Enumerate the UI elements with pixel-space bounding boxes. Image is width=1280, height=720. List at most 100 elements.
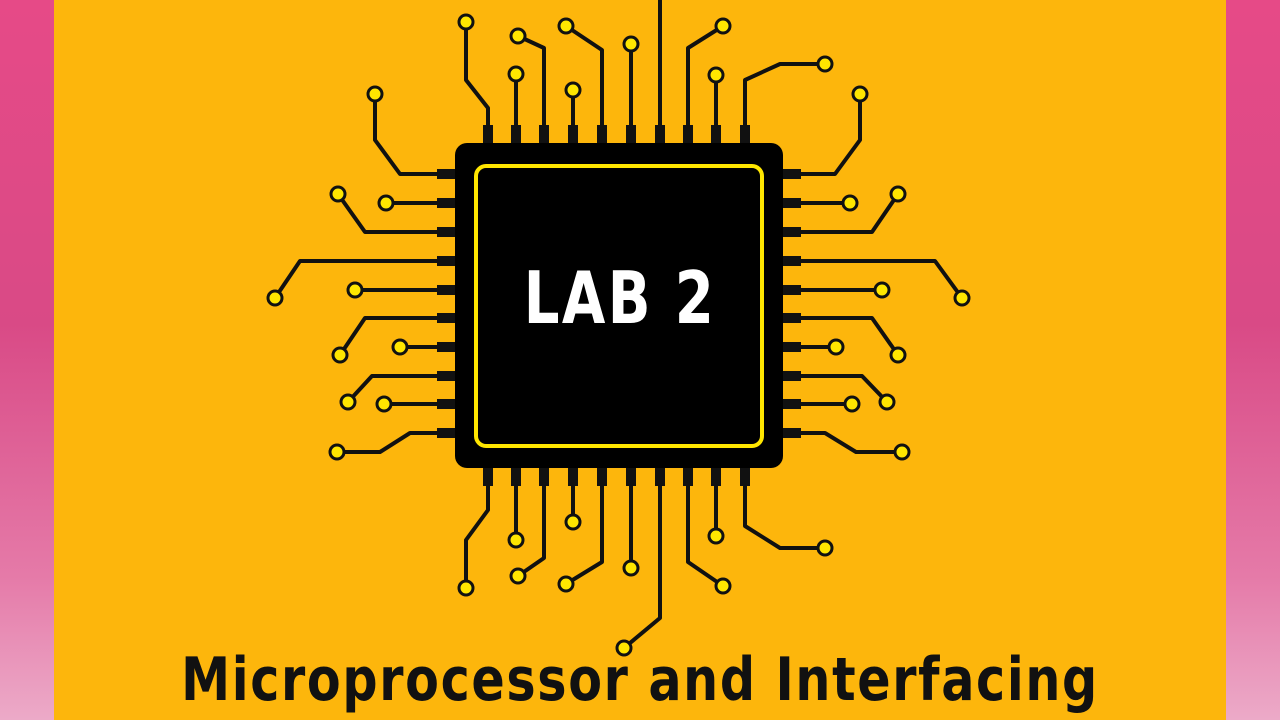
circuit-pad: [507, 531, 525, 549]
circuit-pad: [377, 194, 395, 212]
chip-pin: [597, 468, 607, 486]
circuit-pad: [557, 575, 575, 593]
circuit-trace: [799, 374, 889, 404]
circuit-pad: [714, 17, 732, 35]
chip-pin: [783, 227, 801, 237]
chip-pin: [783, 198, 801, 208]
chip-pin: [437, 256, 455, 266]
chip-pin: [783, 342, 801, 352]
circuit-pad: [564, 81, 582, 99]
circuit-trace: [464, 20, 490, 127]
chip-pin: [711, 468, 721, 486]
circuit-pad: [557, 17, 575, 35]
circuit-trace: [799, 431, 904, 454]
chip-pin: [437, 399, 455, 409]
circuit-trace: [338, 316, 439, 357]
circuit-trace: [373, 92, 439, 176]
circuit-pad: [851, 85, 869, 103]
circuit-pad: [707, 527, 725, 545]
circuit-pad: [509, 27, 527, 45]
chip-pin: [683, 125, 693, 143]
circuit-pad: [457, 579, 475, 597]
chip-pin: [683, 468, 693, 486]
chip-label: LAB 2: [523, 256, 717, 340]
chip-pin: [783, 399, 801, 409]
chip-pin: [597, 125, 607, 143]
chip-pin: [711, 125, 721, 143]
chip-pin: [655, 468, 665, 486]
chip-pin: [483, 125, 493, 143]
chip-pin: [783, 256, 801, 266]
circuit-pad: [707, 66, 725, 84]
circuit-pad: [889, 346, 907, 364]
circuit-pad: [622, 559, 640, 577]
circuit-trace: [686, 484, 725, 588]
circuit-pad: [375, 395, 393, 413]
circuit-pad: [827, 338, 845, 356]
circuit-trace: [743, 484, 827, 550]
circuit-pad: [457, 13, 475, 31]
circuit-pad: [339, 393, 357, 411]
circuit-trace: [516, 484, 546, 578]
circuit-trace: [273, 259, 439, 300]
circuit-trace: [799, 92, 862, 176]
chip-pin: [783, 313, 801, 323]
chip-pin: [740, 125, 750, 143]
chip-pin: [626, 125, 636, 143]
chip-pin: [539, 125, 549, 143]
chip-pin: [437, 342, 455, 352]
circuit-trace: [464, 484, 490, 590]
chip-pin: [783, 371, 801, 381]
circuit-pad: [266, 289, 284, 307]
chip-pin: [437, 371, 455, 381]
page-subtitle: Microprocessor and Interfacing: [181, 645, 1099, 715]
chip-pin: [568, 468, 578, 486]
chip-pin: [437, 313, 455, 323]
circuit-pad: [615, 639, 633, 657]
chip-pin: [437, 227, 455, 237]
circuit-trace: [622, 484, 662, 650]
chip-pin: [437, 169, 455, 179]
chip-inner-border: [474, 164, 764, 448]
chip-pin: [783, 285, 801, 295]
circuit-pad: [331, 346, 349, 364]
chip-pin: [539, 468, 549, 486]
chip-pin: [483, 468, 493, 486]
chip-pin: [511, 468, 521, 486]
circuit-pad: [893, 443, 911, 461]
chip-pin: [511, 125, 521, 143]
circuit-pad: [366, 85, 384, 103]
chip-pin: [437, 198, 455, 208]
circuit-trace: [564, 24, 604, 127]
circuit-trace: [799, 192, 900, 234]
circuit-trace: [335, 431, 439, 454]
circuit-pad: [878, 393, 896, 411]
circuit-pad: [953, 289, 971, 307]
circuit-pad: [714, 577, 732, 595]
circuit-pad: [346, 281, 364, 299]
circuit-pad: [391, 338, 409, 356]
circuit-pad: [873, 281, 891, 299]
circuit-pad: [889, 185, 907, 203]
chip-body: [455, 143, 783, 468]
circuit-pad: [816, 539, 834, 557]
chip-pin: [783, 428, 801, 438]
circuit-trace: [516, 34, 546, 127]
circuit-pad: [507, 65, 525, 83]
circuit-trace: [743, 62, 827, 127]
circuit-trace: [346, 374, 439, 404]
circuit-pad: [622, 35, 640, 53]
chip-pin: [626, 468, 636, 486]
circuit-trace: [686, 24, 725, 127]
chip-pin: [568, 125, 578, 143]
circuit-pad: [509, 567, 527, 585]
circuit-pad: [564, 513, 582, 531]
circuit-pad: [328, 443, 346, 461]
circuit-pad: [816, 55, 834, 73]
circuit-trace: [336, 192, 439, 234]
chip-pin: [740, 468, 750, 486]
chip-pin: [783, 169, 801, 179]
chip-pin: [437, 285, 455, 295]
circuit-pad: [841, 194, 859, 212]
